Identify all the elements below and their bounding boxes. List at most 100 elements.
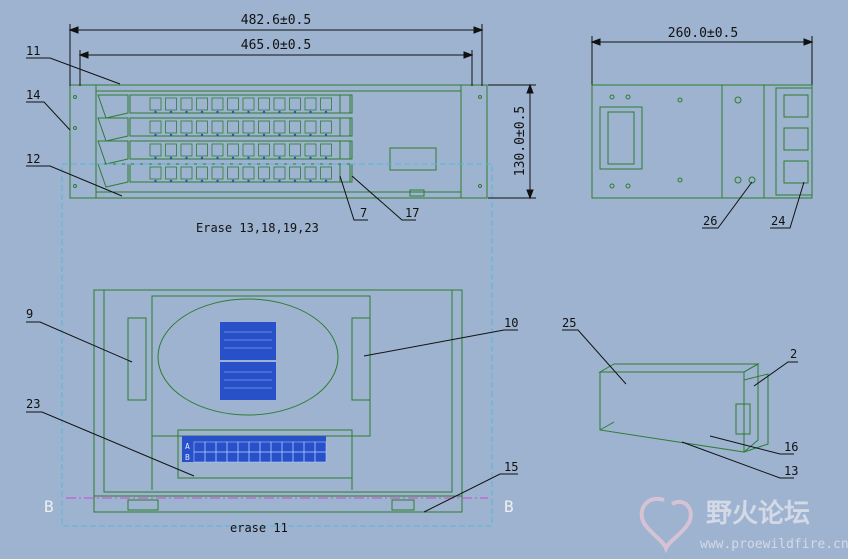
adapter-port <box>242 97 255 111</box>
adapter-dot <box>231 156 235 160</box>
callout-24: 24 <box>771 214 785 228</box>
adapter-dot <box>231 179 235 183</box>
dim-inner-width: 465.0±0.5 <box>241 38 311 53</box>
callout-9: 9 <box>26 307 33 321</box>
adapter-port <box>149 166 162 180</box>
side-view <box>591 84 813 199</box>
front-view <box>69 84 488 199</box>
adapter-dot <box>293 133 297 137</box>
adapter-dot <box>200 156 204 160</box>
adapter-port <box>149 143 162 157</box>
adapter-dot <box>247 156 250 160</box>
adapter-dot <box>154 179 157 183</box>
adapter-dot <box>200 179 204 183</box>
adapter-port <box>242 120 255 134</box>
adapter-dot <box>324 133 328 137</box>
adapter-port <box>273 97 286 111</box>
callout-11: 11 <box>26 44 40 58</box>
watermark: 野火论坛 www.proewildfire.cn <box>639 496 848 554</box>
adapter-port <box>180 166 193 180</box>
splice-label-upper <box>220 322 276 360</box>
callout-13: 13 <box>784 464 798 478</box>
adapter-dot <box>262 156 266 160</box>
callout-7: 7 <box>360 206 367 220</box>
adapter-dot <box>262 110 266 114</box>
adapter-port <box>320 120 332 134</box>
adapter-port <box>289 166 301 180</box>
adapter-dot <box>154 110 157 114</box>
adapter-dot <box>169 179 173 183</box>
adapter-port <box>258 166 270 180</box>
adapter-dot <box>216 110 219 114</box>
adapter-dot <box>200 133 204 137</box>
adapter-port <box>211 120 224 134</box>
port-label-panel <box>182 436 326 462</box>
adapter-dot <box>247 110 250 114</box>
callout-23: 23 <box>26 397 40 411</box>
section-label-right: B <box>504 497 514 516</box>
adapter-port <box>320 166 332 180</box>
adapter-port <box>289 97 301 111</box>
flame-heart-icon <box>639 496 693 554</box>
note-erase-front: Erase 13,18,19,23 <box>196 221 319 235</box>
adapter-port <box>242 143 255 157</box>
adapter-port <box>289 120 301 134</box>
section-label-left: B <box>44 497 54 516</box>
adapter-port <box>320 143 332 157</box>
adapter-dot <box>247 133 250 137</box>
adapter-dot <box>278 156 281 160</box>
callout-10: 10 <box>504 316 518 330</box>
callout-15: 15 <box>504 460 518 474</box>
adapter-port <box>211 166 224 180</box>
adapter-port <box>304 120 317 134</box>
adapter-dot <box>154 156 157 160</box>
adapter-port <box>149 120 162 134</box>
panel-row-a: A <box>185 442 190 451</box>
adapter-port <box>320 97 332 111</box>
adapter-port <box>227 120 239 134</box>
dim-height: 130.0±0.5 <box>513 106 528 176</box>
adapter-dot <box>216 133 219 137</box>
adapter-dot <box>200 110 204 114</box>
adapter-dot <box>278 179 281 183</box>
callout-14: 14 <box>26 88 40 102</box>
adapter-dot <box>293 110 297 114</box>
adapter-dot <box>185 110 188 114</box>
adapter-dot <box>231 110 235 114</box>
watermark-title: 野火论坛 <box>706 499 810 529</box>
iso-view <box>598 363 769 453</box>
hidden-outline-front <box>61 163 493 527</box>
adapter-dot <box>247 179 250 183</box>
adapter-port <box>258 143 270 157</box>
adapter-port <box>165 120 177 134</box>
adapter-dot <box>216 179 219 183</box>
adapter-dot <box>169 110 173 114</box>
adapter-dot <box>309 179 312 183</box>
callout-12: 12 <box>26 152 40 166</box>
adapter-dot <box>185 133 188 137</box>
adapter-dot <box>309 156 312 160</box>
watermark-url: www.proewildfire.cn <box>700 537 848 552</box>
adapter-dot <box>324 179 328 183</box>
adapter-port <box>258 120 270 134</box>
adapter-dot <box>293 156 297 160</box>
callout-16: 16 <box>784 440 798 454</box>
adapter-port <box>242 166 255 180</box>
adapter-port <box>165 166 177 180</box>
adapter-dot <box>293 179 297 183</box>
adapter-port <box>196 143 208 157</box>
adapter-port <box>258 97 270 111</box>
adapter-port <box>180 143 193 157</box>
adapter-port <box>304 97 317 111</box>
adapter-port <box>289 143 301 157</box>
port-grid <box>193 441 327 463</box>
adapter-grid <box>149 97 332 183</box>
adapter-port <box>304 166 317 180</box>
callout-25: 25 <box>562 316 576 330</box>
adapter-dot <box>278 110 281 114</box>
callout-26: 26 <box>703 214 717 228</box>
adapter-dot <box>169 133 173 137</box>
splice-label-lines <box>224 331 272 389</box>
adapter-port <box>227 166 239 180</box>
